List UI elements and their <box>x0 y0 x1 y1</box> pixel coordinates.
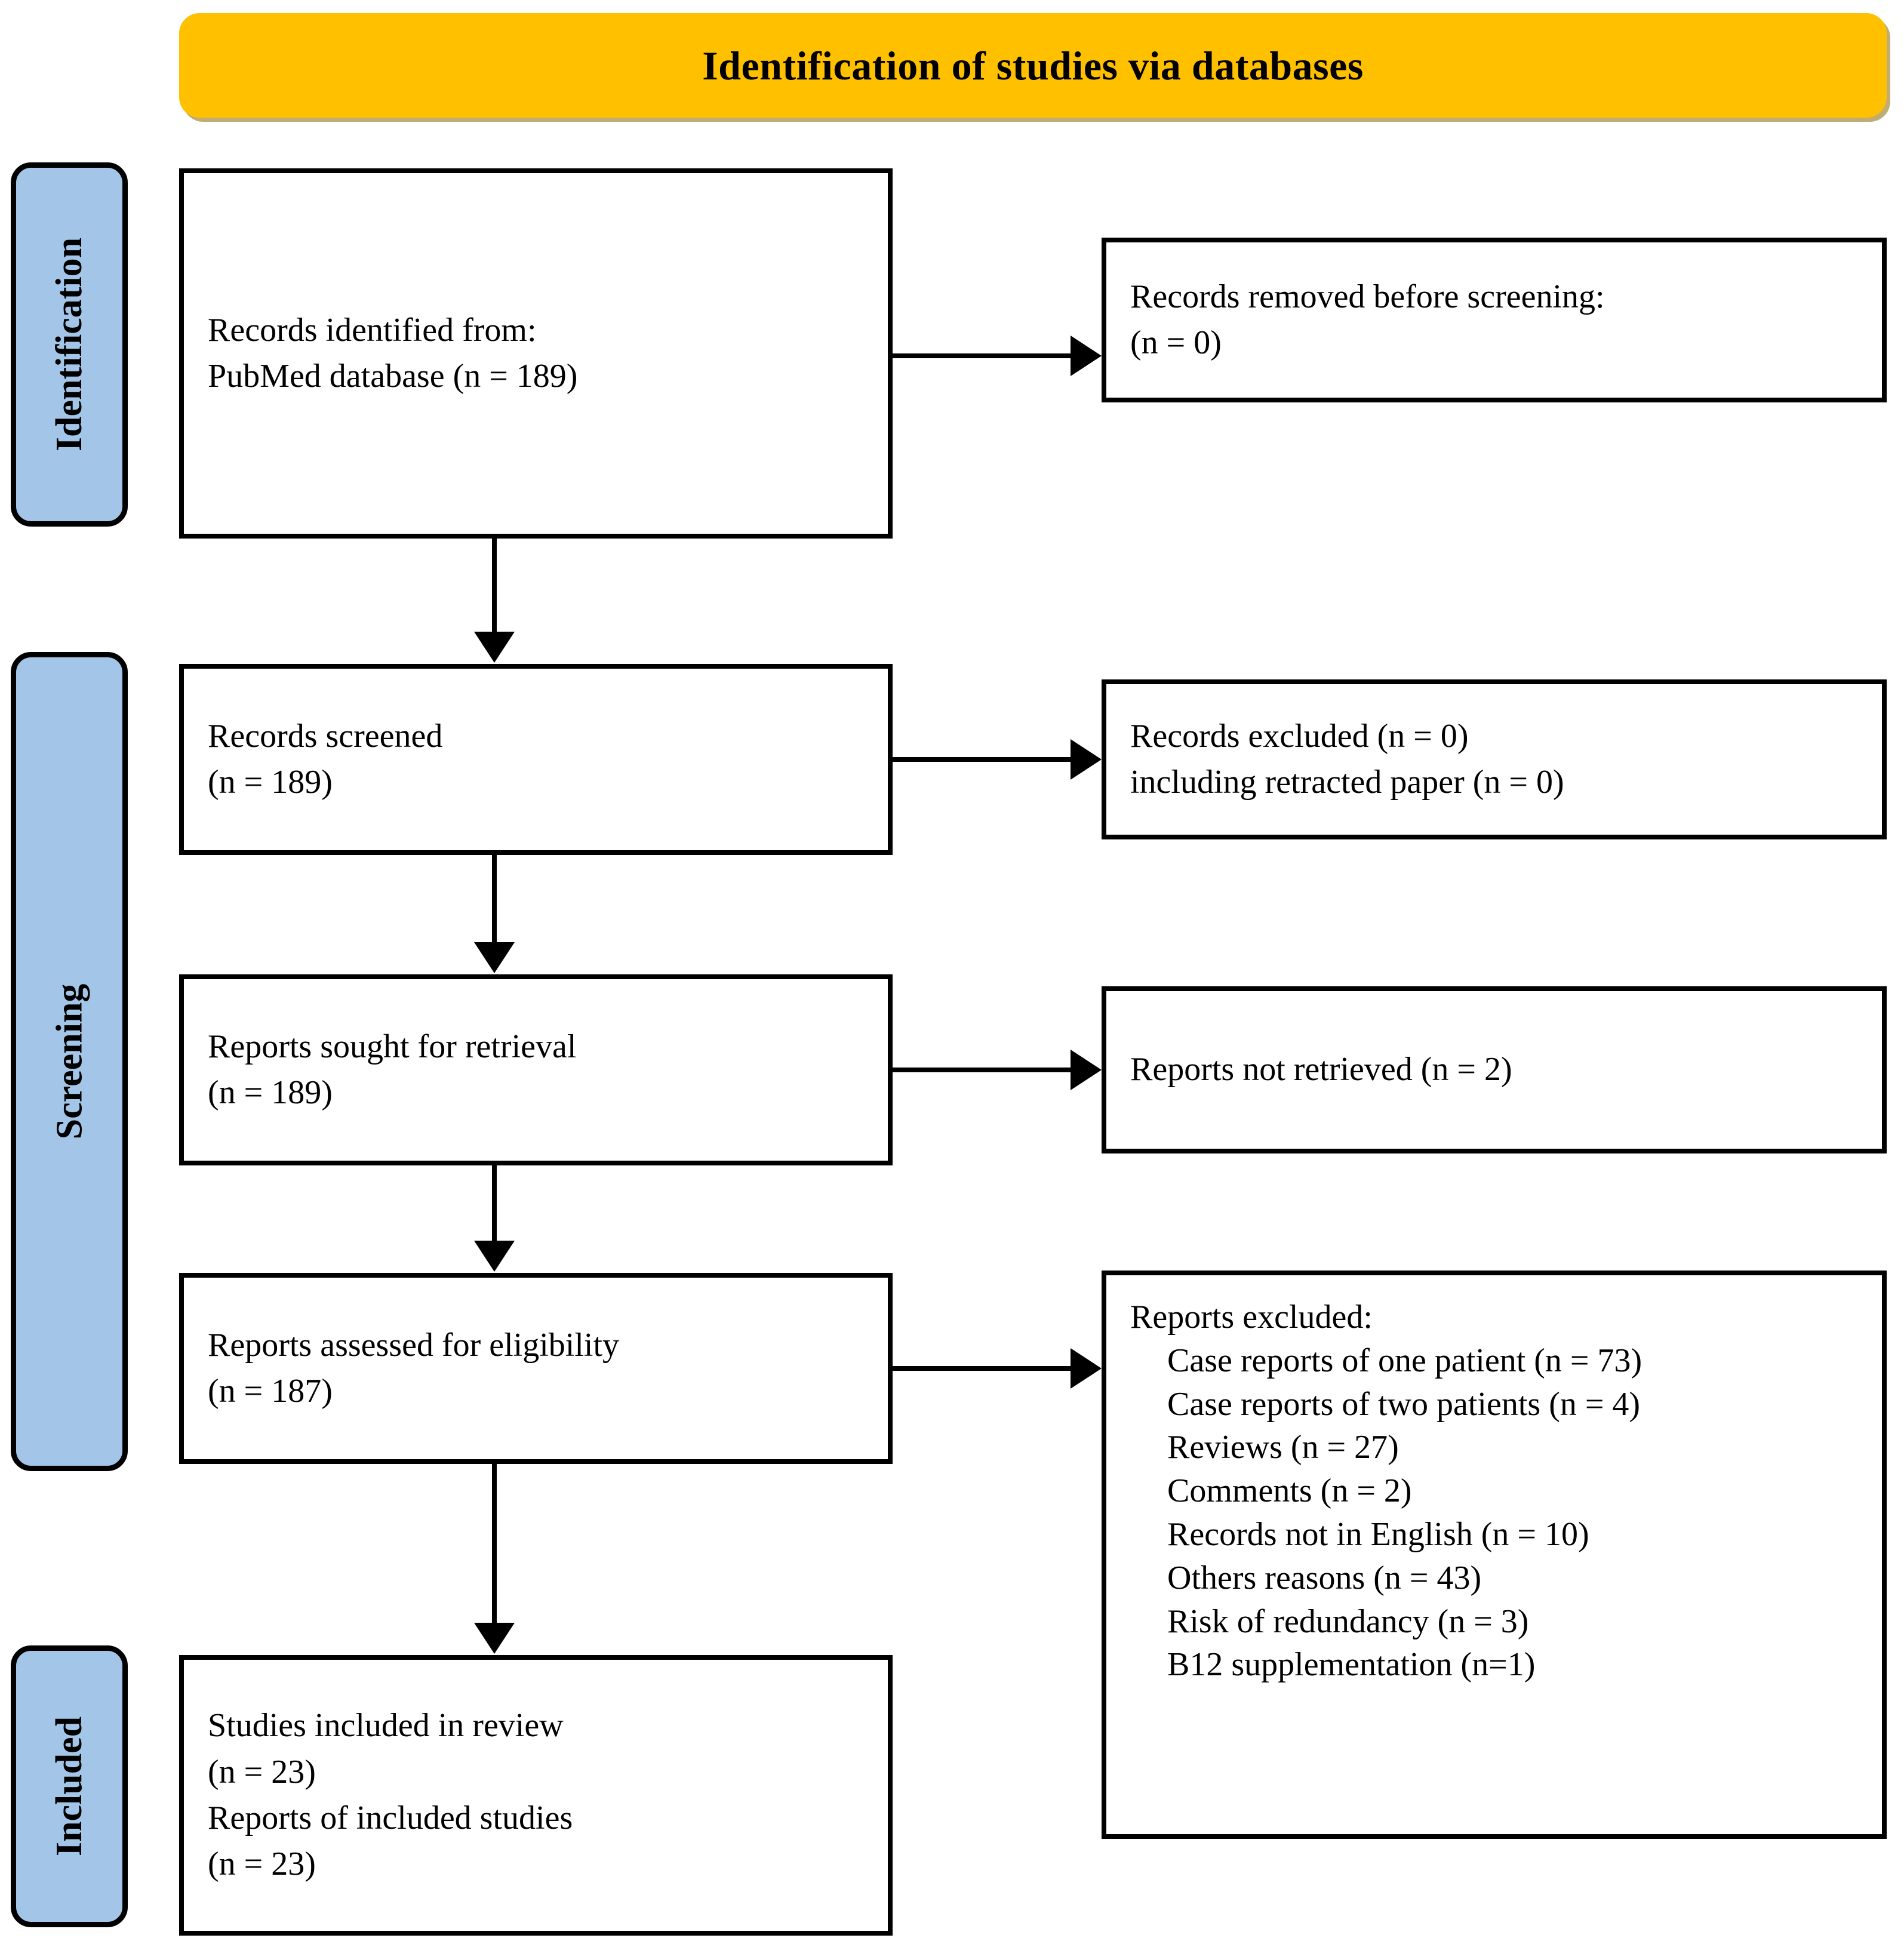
box-reports-sought-for-retrieval: Reports sought for retrieval (n = 189) <box>179 974 893 1165</box>
box-records-screened-line1: Records screened <box>208 717 443 755</box>
arrow-sought-to-assessed <box>474 1241 515 1272</box>
arrow-screened-to-sought <box>474 942 515 973</box>
stage-label-included: Included <box>11 1645 128 1927</box>
box-reports-sought-line2: (n = 189) <box>208 1074 333 1111</box>
connector-assessed-to-included <box>492 1464 497 1626</box>
connector-screened-to-sought <box>492 855 497 946</box>
box-records-removed-line1: Records removed before screening: <box>1130 278 1605 315</box>
reports-excluded-reason: Reviews (n = 27) <box>1167 1429 1399 1466</box>
box-reports-assessed-line1: Reports assessed for eligibility <box>208 1326 620 1364</box>
arrow-assessed-to-reportsexcluded <box>1071 1348 1102 1389</box>
box-studies-included-line3: Reports of included studies <box>208 1799 573 1837</box>
reports-excluded-reason: Comments (n = 2) <box>1167 1472 1412 1510</box>
box-reports-not-retrieved: Reports not retrieved (n = 2) <box>1102 986 1887 1153</box>
box-studies-included: Studies included in review (n = 23) Repo… <box>179 1655 893 1936</box>
arrow-screened-to-excluded <box>1071 739 1102 780</box>
box-records-removed-line2: (n = 0) <box>1130 324 1222 361</box>
box-records-excluded-line2: including retracted paper (n = 0) <box>1130 764 1564 801</box>
stage-label-screening: Screening <box>11 652 128 1471</box>
box-reports-assessed-line2: (n = 187) <box>208 1373 333 1410</box>
arrow-identified-to-removed <box>1071 336 1102 376</box>
box-records-excluded-line1: Records excluded (n = 0) <box>1130 717 1469 755</box>
reports-excluded-reason: Records not in English (n = 10) <box>1167 1515 1589 1553</box>
stage-label-included-text: Included <box>49 1716 90 1857</box>
reports-excluded-reason: B12 supplementation (n=1) <box>1167 1646 1536 1684</box>
box-records-identified-line1: Records identified from: <box>208 311 537 349</box>
box-studies-included-line1: Studies included in review <box>208 1707 564 1745</box>
stage-label-identification-text: Identification <box>49 237 90 452</box>
connector-screened-to-excluded <box>893 757 1072 762</box>
header-banner: Identification of studies via databases <box>179 13 1887 118</box>
reports-excluded-reason: Others reasons (n = 43) <box>1167 1559 1482 1596</box>
header-title: Identification of studies via databases <box>702 42 1364 88</box>
box-records-excluded: Records excluded (n = 0) including retra… <box>1102 679 1887 839</box>
box-records-identified-line2: PubMed database (n = 189) <box>208 358 578 395</box>
box-records-screened-line2: (n = 189) <box>208 764 333 801</box>
connector-identified-to-screened <box>492 539 497 635</box>
box-studies-included-line4: (n = 23) <box>208 1845 316 1883</box>
arrow-identified-to-screened <box>474 632 515 663</box>
reports-excluded-reason: Case reports of two patients (n = 4) <box>1167 1385 1641 1423</box>
arrow-sought-to-notretrieved <box>1071 1050 1102 1090</box>
arrow-assessed-to-included <box>474 1623 515 1654</box>
box-reports-excluded-heading: Reports excluded: <box>1130 1299 1373 1336</box>
box-studies-included-line2: (n = 23) <box>208 1753 316 1791</box>
reports-excluded-reason: Case reports of one patient (n = 73) <box>1167 1342 1642 1379</box>
box-reports-not-retrieved-line1: Reports not retrieved (n = 2) <box>1130 1051 1512 1088</box>
stage-label-screening-text: Screening <box>49 983 90 1140</box>
box-reports-assessed-for-eligibility: Reports assessed for eligibility (n = 18… <box>179 1273 893 1464</box>
box-records-removed-before-screening: Records removed before screening: (n = 0… <box>1102 238 1887 402</box>
box-records-identified: Records identified from: PubMed database… <box>179 168 893 539</box>
connector-sought-to-assessed <box>492 1165 497 1244</box>
connector-assessed-to-reportsexcluded <box>893 1366 1072 1371</box>
connector-identified-to-removed <box>893 353 1072 358</box>
box-records-screened: Records screened (n = 189) <box>179 664 893 855</box>
stage-label-identification: Identification <box>11 162 128 527</box>
reports-excluded-reason: Risk of redundancy (n = 3) <box>1167 1602 1529 1640</box>
box-reports-excluded: Reports excluded: Case reports of one pa… <box>1102 1271 1887 1839</box>
box-reports-sought-line1: Reports sought for retrieval <box>208 1028 577 1065</box>
connector-sought-to-notretrieved <box>893 1068 1072 1072</box>
